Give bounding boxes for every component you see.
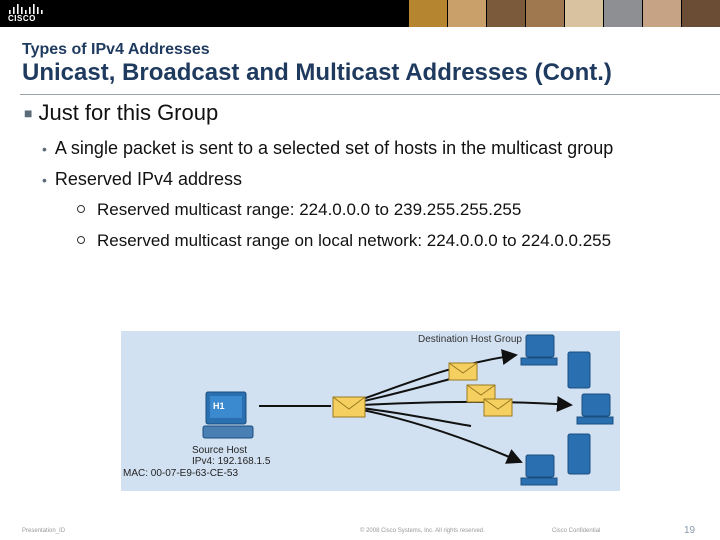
bullet-level1: ■ Just for this Group [24,100,218,126]
slide-title: Unicast, Broadcast and Multicast Address… [22,59,612,86]
diagram-graphics [202,334,614,486]
dot-bullet-icon: • [42,141,47,157]
photo [681,0,720,27]
logo-text: CISCO [8,14,36,23]
footer-left: Presentation_ID [22,528,66,534]
circle-bullet-icon [77,205,85,213]
bullet-level3: Reserved multicast range on local networ… [77,231,611,251]
top-banner: CISCO [0,0,720,27]
cisco-logo: CISCO [8,4,48,23]
destination-server-icon [567,351,591,475]
photo [525,0,564,27]
photo [642,0,681,27]
square-bullet-icon: ■ [24,105,33,121]
dot-bullet-icon: • [42,172,47,188]
circle-bullet-icon [77,236,85,244]
destination-computer-icon [520,334,614,486]
photo [447,0,486,27]
bullet-level3: Reserved multicast range: 224.0.0.0 to 2… [77,200,521,220]
photo-strip [408,0,720,27]
bullet-level2: • Reserved IPv4 address [42,169,242,190]
bullet-text: Reserved multicast range on local networ… [97,231,612,250]
source-host-label: Source Host [192,445,248,456]
photo [486,0,525,27]
photo [408,0,447,27]
ipv4-label: IPv4: 192.168.1.5 [192,456,271,467]
cisco-bars-icon [9,4,43,14]
destination-group-label: Destination Host Group [418,334,522,345]
footer-copyright: © 2008 Cisco Systems, Inc. All rights re… [360,528,485,534]
source-host-info: Source Host IPv4: 192.168.1.5 [192,445,270,467]
section-kicker: Types of IPv4 Addresses [22,41,210,58]
multicast-diagram: Destination Host Group H1 Source Host IP… [121,331,620,491]
footer-confidential: Cisco Confidential [552,528,601,534]
bullet-text: Just for this Group [38,100,219,125]
title-divider [20,94,720,95]
page-number: 19 [684,525,696,536]
bullet-level2: • A single packet is sent to a selected s… [42,138,613,159]
bullet-text: Reserved IPv4 address [54,169,242,189]
mac-label: MAC: 00-07-E9-63-CE-53 [123,468,239,479]
multicast-arrows [259,349,573,464]
photo [564,0,603,27]
host-label: H1 [213,401,225,411]
photo [603,0,642,27]
source-computer-icon [202,391,254,439]
bullet-text: A single packet is sent to a selected se… [54,138,614,158]
bullet-text: Reserved multicast range: 224.0.0.0 to 2… [97,200,522,219]
packet-envelope-icon [332,362,513,418]
